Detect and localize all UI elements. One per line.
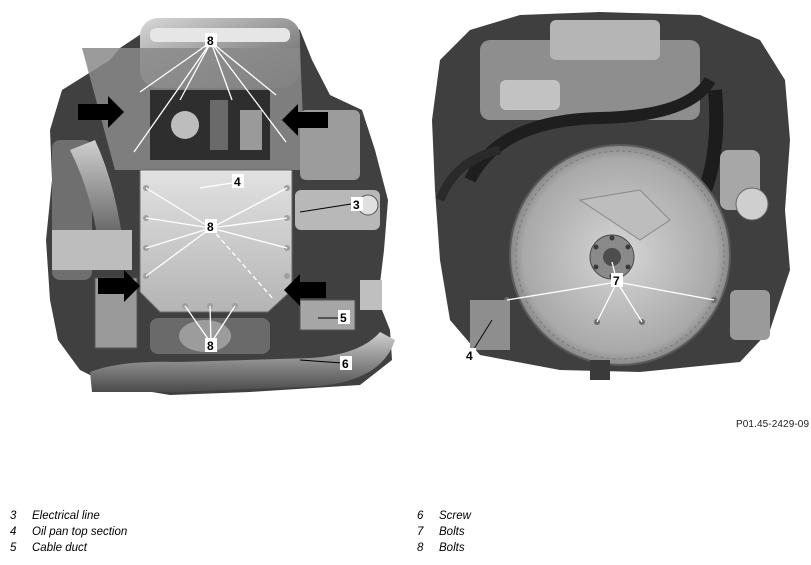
arrow-left-bottom	[98, 270, 140, 302]
legend-item: 4 Oil pan top section	[10, 524, 127, 540]
left-engine-view: 8 4 3 8 5 6 8	[46, 18, 395, 395]
legend-label: Bolts	[439, 526, 465, 538]
oil-pan-top-section	[139, 169, 293, 313]
legend-label: Screw	[439, 510, 471, 522]
callout-8-bottom: 8	[207, 339, 214, 353]
engine-illustration: 8 4 3 8 5 6 8	[46, 12, 790, 395]
right-engine-view: 7 4	[432, 12, 790, 380]
right-callouts: 7 4	[464, 273, 623, 363]
legend-number: 4	[10, 526, 17, 538]
callout-3: 3	[353, 198, 360, 212]
legend-item: 7 Bolts	[417, 524, 471, 540]
left-leader-lines	[133, 41, 352, 364]
legend-item: 8 Bolts	[417, 540, 471, 556]
legend-label: Cable duct	[32, 542, 87, 554]
legend-item: 3 Electrical line	[10, 508, 127, 524]
legend: 3 Electrical line 4 Oil pan top section 5 C…	[0, 508, 811, 565]
legend-number: 6	[417, 510, 424, 522]
legend-label: Electrical line	[32, 510, 100, 522]
legend-label: Oil pan top section	[32, 526, 128, 538]
arrow-right-bottom	[284, 274, 326, 306]
legend-label: Bolts	[439, 542, 465, 554]
figure-code: P01.45-2429-09	[736, 419, 810, 430]
left-callouts: 8 4 3 8 5 6 8	[205, 33, 363, 371]
legend-number: 5	[10, 542, 17, 554]
callout-8-top: 8	[207, 34, 214, 48]
lower-pipe	[90, 332, 395, 392]
legend-item: 5 Cable duct	[10, 540, 127, 556]
legend-number: 7	[417, 526, 424, 538]
arrow-left-top	[78, 96, 124, 128]
callout-7: 7	[613, 274, 620, 288]
arrow-right-top	[282, 104, 328, 136]
legend-column-left: 3 Electrical line 4 Oil pan top section 5 C…	[10, 508, 127, 556]
callout-4-left: 4	[234, 175, 241, 189]
legend-number: 3	[10, 510, 17, 522]
callout-5: 5	[340, 311, 347, 325]
legend-item: 6 Screw	[417, 508, 471, 524]
callout-4-right: 4	[466, 349, 473, 363]
callout-6: 6	[342, 357, 349, 371]
legend-number: 8	[417, 542, 424, 554]
callout-8-middle: 8	[207, 220, 214, 234]
